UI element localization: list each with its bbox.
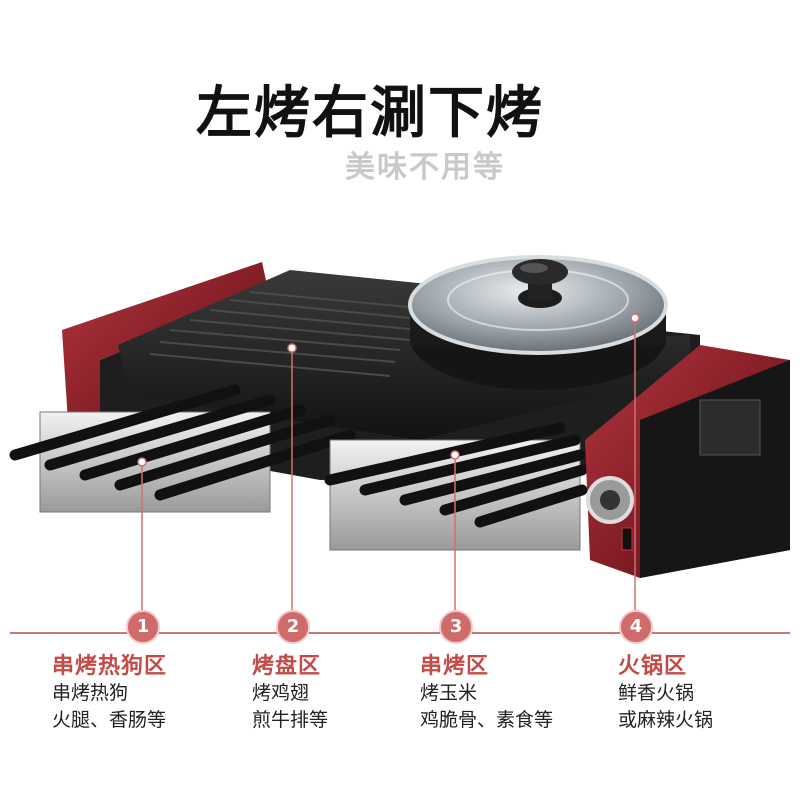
zone-3-line1: 烤玉米 bbox=[420, 682, 478, 704]
callout-leaders bbox=[137, 313, 640, 610]
zone-2-description: 烤鸡翅 煎牛排等 bbox=[252, 680, 328, 734]
skewer-rack-center bbox=[324, 422, 588, 551]
zone-2-title: 烤盘区 bbox=[252, 654, 322, 679]
zone-4-title: 火锅区 bbox=[618, 654, 688, 679]
zone-marker-3: 3 bbox=[439, 610, 473, 644]
zone-4-line2: 或麻辣火锅 bbox=[618, 709, 714, 731]
zone-1-line2: 火腿、香肠等 bbox=[52, 709, 167, 731]
zone-marker-1: 1 bbox=[126, 610, 160, 644]
divider-line bbox=[10, 632, 790, 634]
zone-marker-4: 4 bbox=[619, 610, 653, 644]
headline-title: 左烤右涮下烤 bbox=[196, 81, 544, 146]
zone-3-description: 烤玉米 鸡脆骨、素食等 bbox=[420, 680, 553, 734]
zone-3-line2: 鸡脆骨、素食等 bbox=[420, 709, 554, 731]
zone-2-line2: 煎牛排等 bbox=[252, 709, 329, 731]
right-end-panel bbox=[585, 345, 790, 578]
zone-4-description: 鲜香火锅 或麻辣火锅 bbox=[618, 680, 713, 734]
zone-1-description: 串烤热狗 火腿、香肠等 bbox=[52, 680, 166, 734]
zone-3-title: 串烤区 bbox=[420, 654, 490, 679]
zone-marker-2: 2 bbox=[276, 610, 310, 644]
skewer-rack-left bbox=[9, 384, 356, 513]
zone-2-line1: 烤鸡翅 bbox=[252, 682, 310, 704]
grill-product-illustration bbox=[9, 255, 790, 610]
zone-1-title: 串烤热狗区 bbox=[52, 654, 168, 679]
zone-4-line1: 鲜香火锅 bbox=[618, 682, 695, 704]
hot-pot bbox=[408, 255, 668, 390]
headline-subtitle: 美味不用等 bbox=[345, 150, 505, 185]
zone-1-line1: 串烤热狗 bbox=[52, 682, 129, 704]
